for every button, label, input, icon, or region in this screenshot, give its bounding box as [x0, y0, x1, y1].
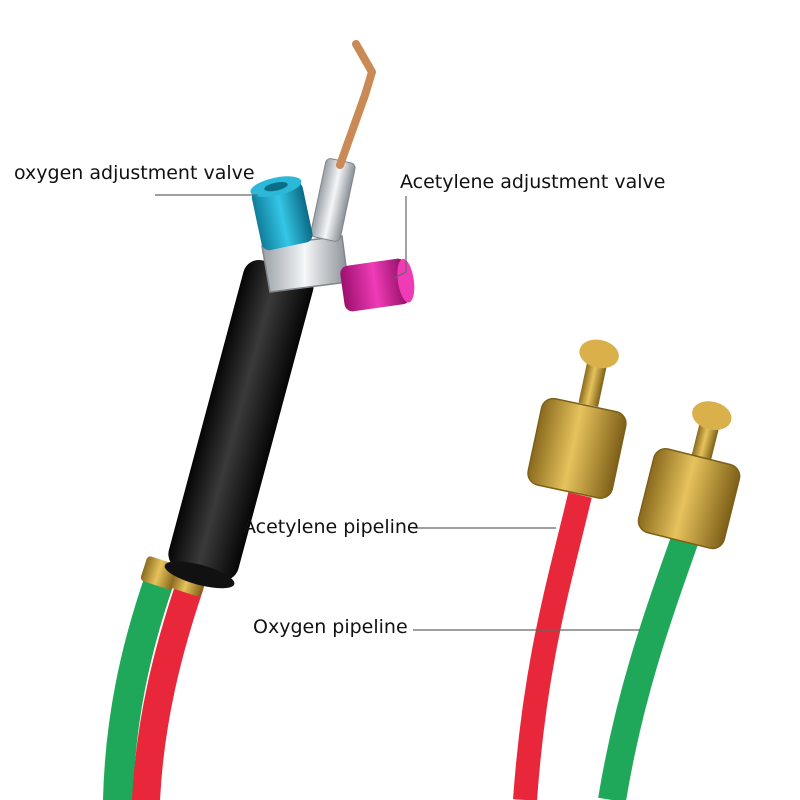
leader-acetylene-valve	[393, 196, 407, 279]
oxygen-adjustment-valve-label: oxygen adjustment valve	[14, 162, 255, 184]
torch-acetylene-hose	[132, 571, 204, 800]
acetylene-brass-fitting	[527, 339, 627, 499]
oxygen-pipeline-label: Oxygen pipeline	[253, 616, 408, 638]
oxygen-valve-knob	[250, 176, 313, 251]
oxygen-pipeline-hose	[598, 520, 704, 800]
copper-tip	[336, 40, 376, 169]
acetylene-pipeline-label: Acetylene pipeline	[243, 516, 419, 538]
torch-oxygen-hose	[103, 563, 175, 800]
torch-handle	[164, 259, 314, 589]
torch-nozzle	[310, 40, 376, 242]
leader-lines	[155, 194, 640, 631]
acetylene-pipeline-hose	[513, 492, 592, 800]
oxygen-brass-fitting	[637, 401, 741, 550]
acetylene-adjustment-valve-label: Acetylene adjustment valve	[400, 171, 666, 193]
acetylene-valve-knob	[340, 258, 415, 312]
